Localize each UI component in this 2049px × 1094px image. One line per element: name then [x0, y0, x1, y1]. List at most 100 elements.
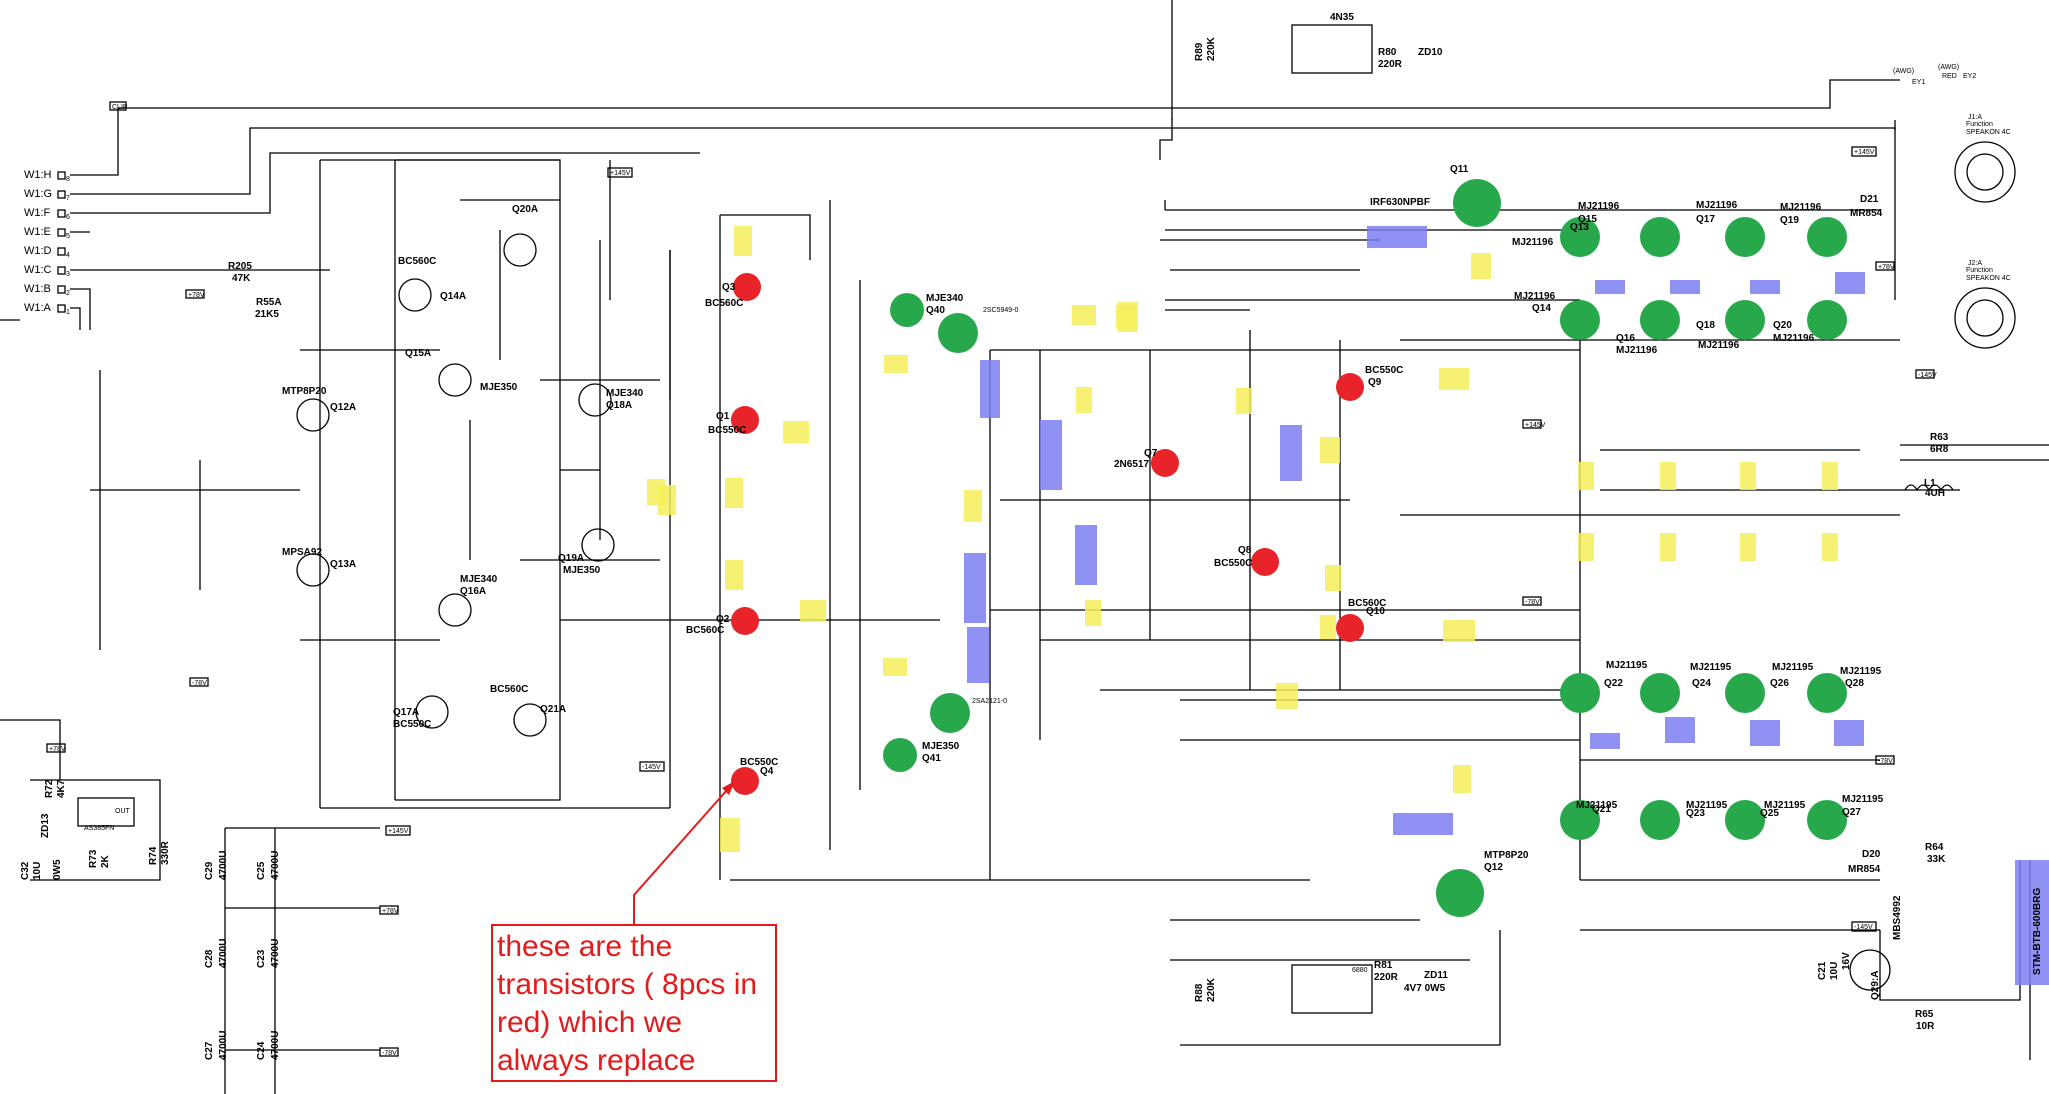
port-label: W1:A	[24, 302, 52, 314]
blue-highlights	[964, 226, 2049, 985]
transistor-q10	[1336, 614, 1364, 642]
svg-text:SPEAKON 4C: SPEAKON 4C	[1966, 129, 2011, 136]
svg-text:L1: L1	[1924, 478, 1936, 489]
svg-text:5: 5	[66, 233, 70, 240]
svg-text:OUT: OUT	[115, 808, 131, 815]
svg-text:Q22: Q22	[1604, 678, 1623, 689]
svg-text:+78V: +78V	[188, 292, 205, 299]
svg-text:BC560C: BC560C	[490, 684, 528, 695]
svg-text:MR854: MR854	[1850, 208, 1883, 219]
svg-text:MR854: MR854	[1848, 864, 1881, 875]
svg-text:IRF630NPBF: IRF630NPBF	[1370, 197, 1430, 208]
port-label: W1:H	[24, 169, 52, 181]
svg-text:C23: C23	[256, 949, 267, 968]
svg-text:C24: C24	[256, 1041, 267, 1060]
svg-text:MJ21195: MJ21195	[1842, 794, 1884, 805]
svg-text:4700U: 4700U	[218, 851, 229, 880]
svg-text:R64: R64	[1925, 842, 1944, 853]
svg-text:SPEAKON 4C: SPEAKON 4C	[1966, 275, 2011, 282]
svg-text:21K5: 21K5	[255, 309, 279, 320]
svg-text:Q19A: Q19A	[558, 553, 584, 564]
svg-text:Q29:A: Q29:A	[1870, 971, 1881, 1000]
svg-text:Q12A: Q12A	[330, 402, 356, 413]
svg-text:2: 2	[66, 290, 70, 297]
transistor-q7	[1151, 449, 1179, 477]
svg-text:2K: 2K	[100, 854, 111, 868]
svg-text:+145V: +145V	[388, 828, 409, 835]
svg-text:D21: D21	[1860, 194, 1879, 205]
svg-text:EY2: EY2	[1963, 73, 1976, 80]
svg-text:6R8: 6R8	[1930, 444, 1949, 455]
svg-text:R89: R89	[1194, 42, 1205, 61]
svg-text:MJ21195: MJ21195	[1576, 800, 1618, 811]
svg-text:MJE350: MJE350	[480, 382, 518, 393]
svg-text:R205: R205	[228, 261, 252, 272]
input-connector: W1:H W1:G W1:F W1:E W1:D W1:C W1:B W1:A …	[24, 169, 70, 316]
svg-text:C25: C25	[256, 861, 267, 880]
svg-text:MJE340: MJE340	[460, 574, 498, 585]
component-labels: R205 47K R55A 21K5 MTP8P20 Q12A MPSA92 Q…	[20, 12, 2043, 1060]
svg-text:Q15: Q15	[1578, 214, 1597, 225]
svg-text:0W5: 0W5	[52, 859, 63, 880]
svg-text:ZD13: ZD13	[40, 813, 51, 838]
svg-text:MTP8P20: MTP8P20	[1484, 850, 1529, 861]
power-transistors	[883, 179, 1847, 917]
svg-text:MJ21196: MJ21196	[1616, 345, 1658, 356]
svg-text:+145V: +145V	[610, 170, 631, 177]
svg-text:D20: D20	[1862, 849, 1881, 860]
svg-text:BC560C: BC560C	[398, 256, 436, 267]
svg-text:4K7: 4K7	[56, 779, 67, 798]
svg-text:BC550C: BC550C	[740, 757, 778, 768]
svg-text:33K: 33K	[1927, 854, 1946, 865]
svg-text:4700U: 4700U	[270, 939, 281, 968]
svg-text:BC560C: BC560C	[686, 625, 724, 636]
svg-text:MJ21195: MJ21195	[1764, 800, 1806, 811]
speakon-connector: J2:A Function SPEAKON 4C	[1954, 260, 2016, 349]
transistor-q2	[731, 607, 759, 635]
svg-text:R55A: R55A	[256, 297, 282, 308]
svg-text:MJ21195: MJ21195	[1606, 660, 1648, 671]
svg-text:MJ21195: MJ21195	[1840, 666, 1882, 677]
svg-text:4: 4	[66, 252, 70, 259]
port-label: W1:C	[24, 264, 52, 276]
svg-text:-145V: -145V	[642, 764, 661, 771]
transistor-q8	[1251, 548, 1279, 576]
svg-text:2N6517: 2N6517	[1114, 459, 1149, 470]
svg-text:+145V: +145V	[1854, 149, 1875, 156]
svg-text:Q19: Q19	[1780, 215, 1799, 226]
svg-text:R72: R72	[44, 779, 55, 798]
svg-text:Q26: Q26	[1770, 678, 1789, 689]
svg-text:330R: 330R	[160, 840, 171, 865]
svg-text:-78V: -78V	[1878, 758, 1893, 765]
svg-text:BC550C: BC550C	[393, 719, 431, 730]
svg-text:2SC5949-0: 2SC5949-0	[983, 307, 1019, 314]
svg-text:4700U: 4700U	[270, 1031, 281, 1060]
svg-text:BC560C: BC560C	[705, 298, 743, 309]
svg-text:Q24: Q24	[1692, 678, 1711, 689]
svg-text:16V: 16V	[1841, 952, 1852, 970]
svg-text:MJ21196: MJ21196	[1514, 291, 1556, 302]
svg-text:+78V: +78V	[49, 746, 66, 753]
svg-text:MJE350: MJE350	[563, 565, 601, 576]
svg-text:Q21A: Q21A	[540, 704, 566, 715]
svg-text:10U: 10U	[32, 862, 43, 880]
svg-text:(AWG): (AWG)	[1893, 68, 1914, 75]
svg-text:C32: C32	[20, 861, 31, 880]
svg-text:Function: Function	[1966, 267, 1993, 274]
svg-text:Q1: Q1	[716, 411, 730, 422]
svg-text:CLIP: CLIP	[112, 104, 128, 111]
svg-text:MJE340: MJE340	[606, 388, 644, 399]
svg-text:Q14: Q14	[1532, 303, 1551, 314]
svg-text:Q7: Q7	[1144, 448, 1158, 459]
svg-text:Q20: Q20	[1773, 320, 1792, 331]
transistor-q9	[1336, 373, 1364, 401]
svg-text:BC550C: BC550C	[708, 425, 746, 436]
svg-text:R65: R65	[1915, 1009, 1934, 1020]
svg-text:Q16: Q16	[1616, 333, 1635, 344]
yellow-highlights	[647, 226, 1838, 852]
port-label: W1:B	[24, 283, 51, 295]
svg-text:STM-BTB-600BRG: STM-BTB-600BRG	[2032, 888, 2043, 975]
svg-text:BC560C: BC560C	[1348, 598, 1386, 609]
svg-text:Q3: Q3	[722, 282, 736, 293]
